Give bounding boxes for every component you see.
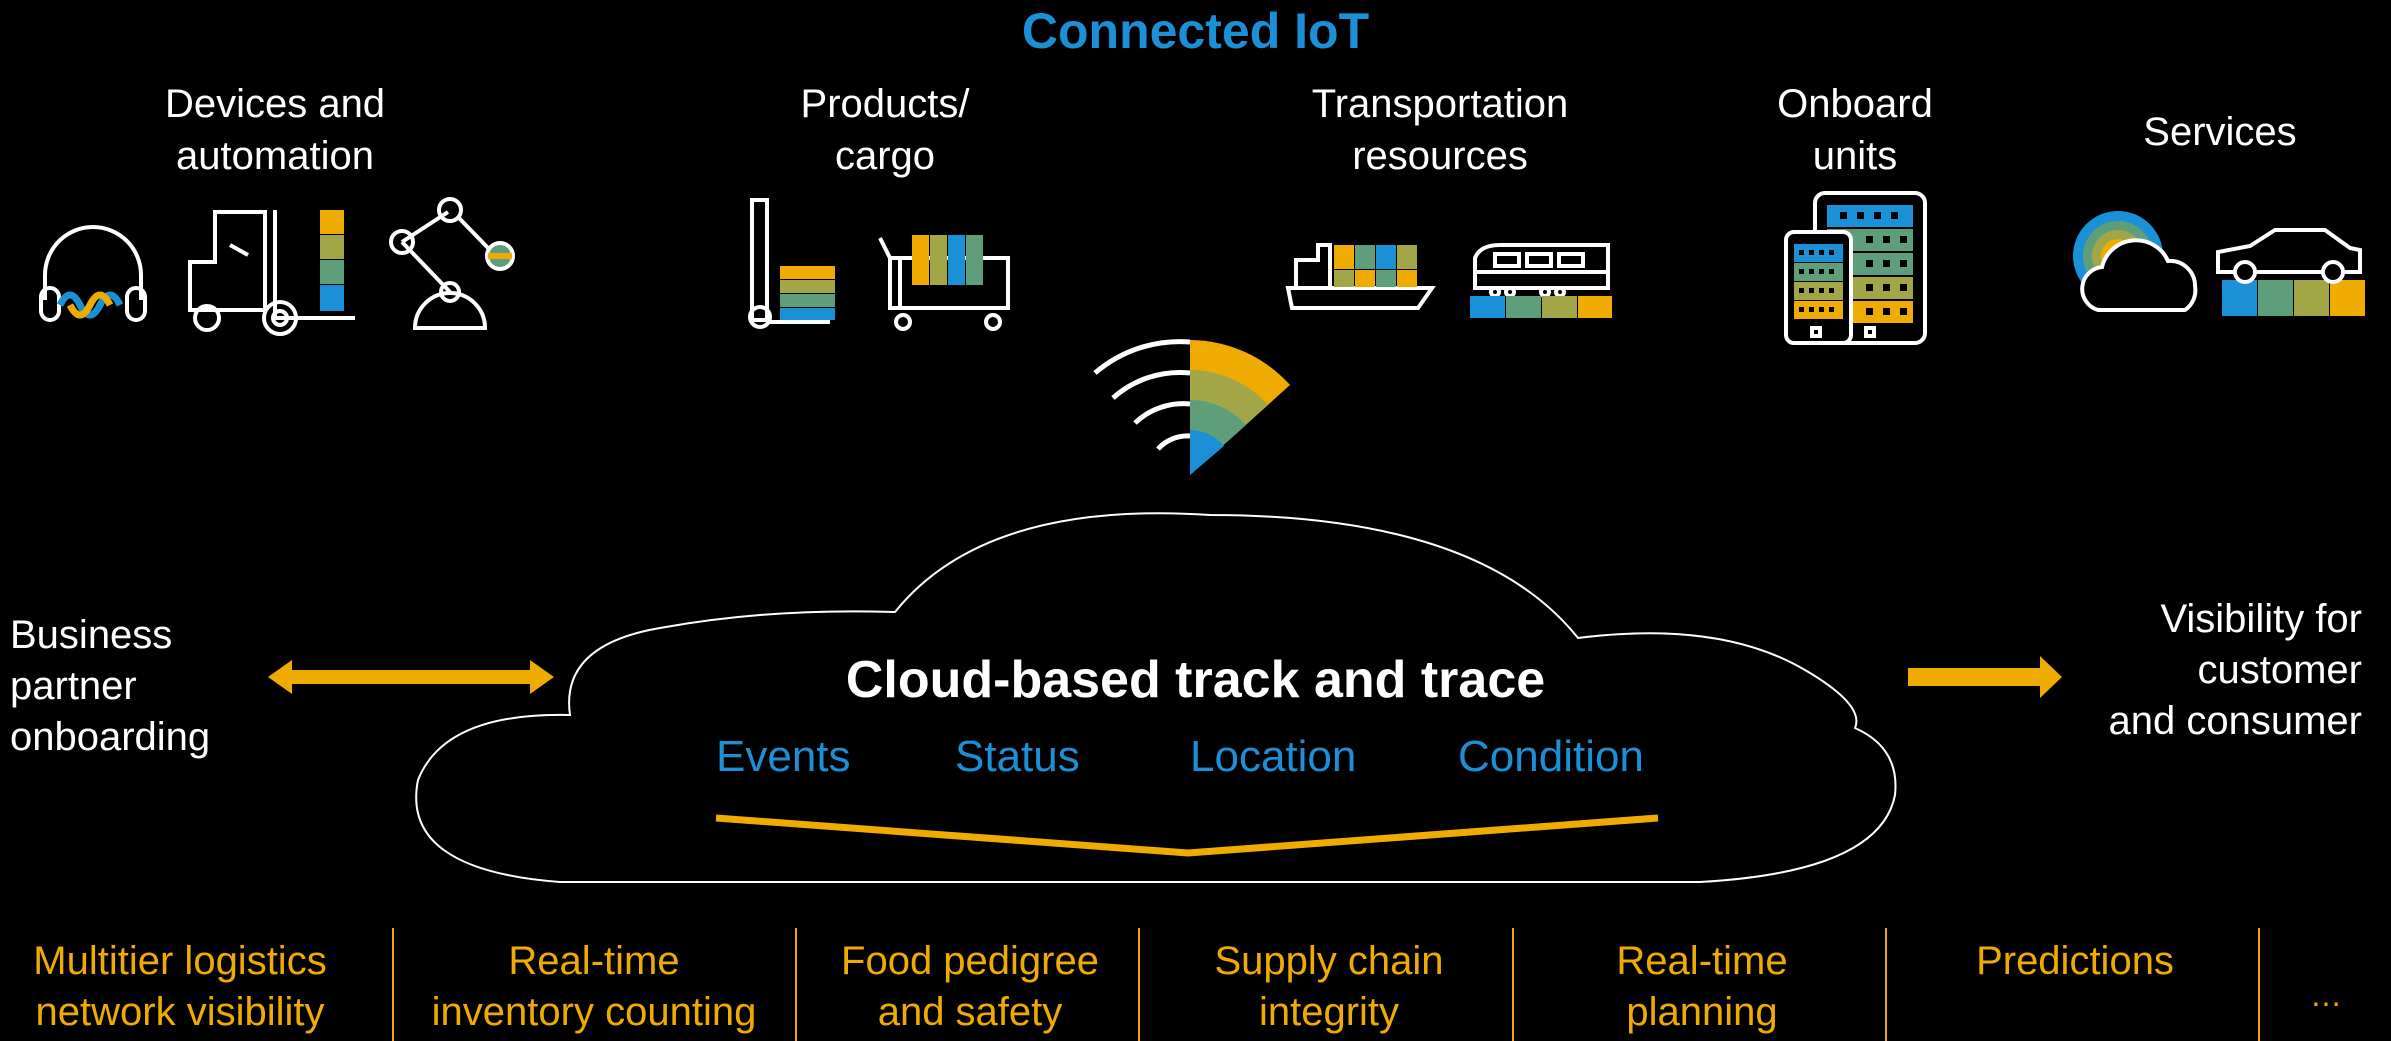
ship-icon <box>1285 243 1436 310</box>
cloud-title: Cloud-based track and trace <box>845 651 1546 709</box>
use-case-predictions: Predictions <box>1976 939 2174 983</box>
business-partner-label: Business partner onboarding <box>10 613 211 759</box>
attribute-condition: Condition <box>1458 732 1644 781</box>
use-case-divider <box>1885 928 1887 1041</box>
attribute-location: Location <box>1190 732 1357 781</box>
use-case-planning: Real-time planning <box>1616 939 1788 1034</box>
cart-icon <box>878 235 1010 331</box>
cloud-outline <box>415 512 1897 883</box>
convergence-line <box>715 814 1659 857</box>
cloud-service-icon <box>2073 211 2198 312</box>
robot-arm-icon <box>389 197 515 330</box>
category-onboard-label: Onboard units <box>1777 82 1933 178</box>
signal-icon <box>1093 339 1290 475</box>
use-case-divider <box>2258 928 2260 1041</box>
mobile-devices-icon <box>1784 191 1927 345</box>
use-case-integrity: Supply chain integrity <box>1214 939 1444 1034</box>
right-arrow <box>1908 656 2062 698</box>
bidirectional-arrow <box>268 660 554 694</box>
category-services-label: Services <box>2143 110 2297 154</box>
attribute-status: Status <box>955 732 1080 781</box>
use-case-divider <box>1138 928 1140 1041</box>
use-case-divider <box>1512 928 1514 1041</box>
use-case-logistics: Multitier logistics network visibility <box>33 939 327 1034</box>
headset-icon <box>39 225 147 322</box>
attribute-events: Events <box>716 732 851 781</box>
use-case-more: … <box>2310 977 2342 1013</box>
category-products-label: Products/ cargo <box>800 82 970 178</box>
car-icon <box>2216 228 2365 316</box>
category-transport-label: Transportation resources <box>1311 82 1569 178</box>
use-case-inventory: Real-time inventory counting <box>431 939 757 1034</box>
train-icon <box>1470 243 1612 318</box>
category-devices-label: Devices and automation <box>164 82 386 178</box>
diagram-title: Connected IoT <box>1021 3 1370 59</box>
hand-truck-icon <box>748 198 835 329</box>
visibility-label: Visibility for customer and consumer <box>2108 597 2362 743</box>
use-case-divider <box>392 928 394 1041</box>
forklift-icon <box>188 210 355 336</box>
use-case-divider <box>795 928 797 1041</box>
use-case-food: Food pedigree and safety <box>841 939 1099 1034</box>
